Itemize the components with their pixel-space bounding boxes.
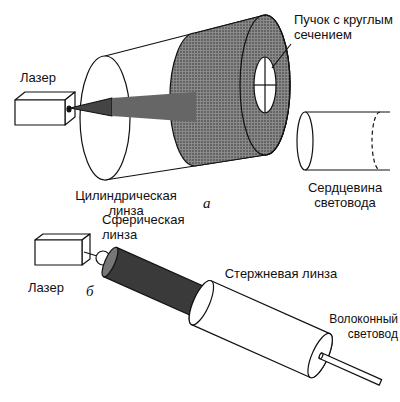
part-label: Лазер xyxy=(20,70,70,85)
figure-letter: б xyxy=(86,284,102,299)
part-label: Волоконный световод xyxy=(322,312,398,342)
optical-fiber xyxy=(318,353,381,386)
leader-line xyxy=(272,44,291,68)
fiber-core xyxy=(297,112,390,170)
laser-box xyxy=(35,234,97,265)
part-label: Сферическая линза xyxy=(102,212,194,242)
part-label: Лазер xyxy=(28,280,78,295)
part-label: Пучок с круглым сечением xyxy=(294,12,398,42)
cylindrical-lens xyxy=(80,15,290,180)
part-label: Стержневая линза xyxy=(220,266,342,281)
rod-lens xyxy=(184,277,337,380)
laser-box xyxy=(15,92,75,125)
laser-beam xyxy=(70,44,291,122)
part-label: Сердцевина световода xyxy=(292,180,398,210)
figure-letter: а xyxy=(203,196,219,211)
